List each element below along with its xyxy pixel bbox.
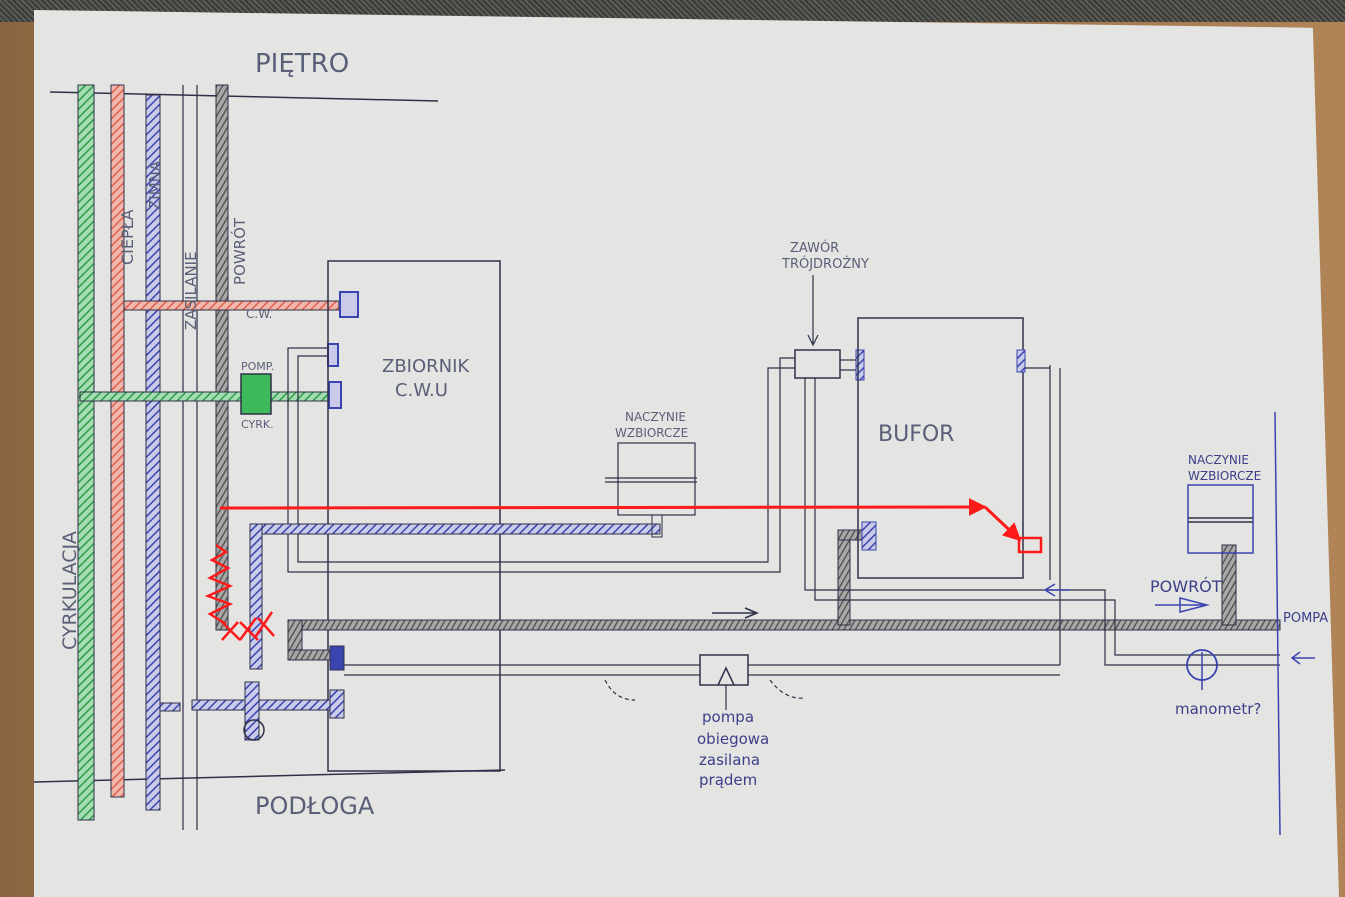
tank-port-circulation bbox=[328, 381, 342, 409]
riser-return bbox=[215, 84, 229, 631]
main-supply-pipe bbox=[287, 529, 1281, 671]
three-way-valve bbox=[794, 349, 841, 379]
label-lower-floor: PODŁOGA bbox=[255, 792, 375, 820]
buffer-port-bottom-left bbox=[861, 521, 877, 551]
label-cold-water: ZIMNA bbox=[146, 160, 164, 210]
flow-arrow-right bbox=[712, 607, 759, 619]
label-manometer: manometr? bbox=[1175, 700, 1261, 718]
label-vessel2-line1: NACZYNIE bbox=[1188, 453, 1249, 467]
riser-supply bbox=[182, 85, 198, 830]
hot-water-branch bbox=[123, 300, 340, 311]
circulation-branch bbox=[79, 391, 331, 402]
buffer-loops bbox=[804, 367, 1280, 666]
valves-dashed bbox=[604, 679, 806, 701]
label-pump-note-2: obiegowa bbox=[697, 730, 769, 748]
label-cwu-pipe: C.W. bbox=[246, 307, 273, 321]
label-valve-line2: TRÓJDROŻNY bbox=[781, 256, 869, 272]
expansion-vessel-2 bbox=[1187, 484, 1254, 554]
label-upper-floor: PIĘTRO bbox=[255, 49, 349, 79]
return-flow-arrow-right bbox=[1155, 597, 1210, 613]
riser-cold bbox=[145, 94, 161, 811]
label-vessel1-line2: WZBIORCZE bbox=[615, 426, 688, 440]
label-pump-note-4: prądem bbox=[699, 771, 757, 789]
paper-sheet bbox=[34, 10, 1339, 897]
label-pump-right: POMPA bbox=[1283, 611, 1328, 626]
circulation-pump bbox=[240, 373, 272, 415]
inflow-arrow-left bbox=[1290, 651, 1315, 665]
return-arrow-left bbox=[1043, 583, 1070, 597]
red-zigzag-mark bbox=[204, 543, 234, 626]
label-circulation: CYRKULACJA bbox=[59, 531, 81, 650]
label-circ-pump-top: POMP. bbox=[241, 360, 274, 373]
red-annotation bbox=[204, 498, 1043, 641]
buffer-port-top-right bbox=[1016, 349, 1026, 373]
label-valve-line1: ZAWÓR bbox=[790, 240, 839, 256]
label-return-right: POWRÓT bbox=[1150, 577, 1222, 596]
tank-coil-lines bbox=[287, 347, 795, 573]
label-supply: ZASILANIE bbox=[182, 251, 200, 330]
pump-line bbox=[344, 365, 1061, 676]
label-vessel1-line1: NACZYNIE bbox=[625, 410, 686, 424]
label-hot-water: CIEPŁA bbox=[118, 209, 137, 265]
label-tank-title: ZBIORNIK bbox=[382, 356, 470, 377]
tank-port-hot bbox=[339, 291, 359, 318]
floor-lines bbox=[33, 91, 506, 783]
cwu-tank bbox=[327, 260, 501, 772]
label-pump-note-3: zasilana bbox=[699, 751, 760, 769]
red-target-box bbox=[1017, 536, 1043, 554]
right-wall-line bbox=[1274, 411, 1281, 836]
label-circ-pump-bottom: CYRK. bbox=[241, 418, 274, 431]
pump-triangle-icon bbox=[717, 666, 735, 686]
riser-hot bbox=[110, 84, 125, 798]
circulation-pump-main bbox=[699, 654, 749, 686]
tank-port-2 bbox=[327, 343, 339, 367]
buffer-port-top-left bbox=[855, 349, 865, 381]
red-cross-marks bbox=[221, 611, 275, 641]
expansion-vessel-1 bbox=[617, 442, 696, 516]
cold-loop bbox=[159, 523, 661, 741]
label-return: POWRÓT bbox=[230, 217, 249, 285]
label-pump-note-1: pompa bbox=[702, 708, 754, 726]
label-buffer: BUFOR bbox=[878, 422, 954, 447]
valve-pointer-arrow bbox=[807, 275, 819, 347]
label-vessel2-line2: WZBIORCZE bbox=[1188, 469, 1261, 483]
label-tank-subtitle: C.W.U bbox=[395, 380, 448, 401]
buffer-tank bbox=[857, 317, 1024, 579]
riser-circulation bbox=[77, 84, 95, 821]
